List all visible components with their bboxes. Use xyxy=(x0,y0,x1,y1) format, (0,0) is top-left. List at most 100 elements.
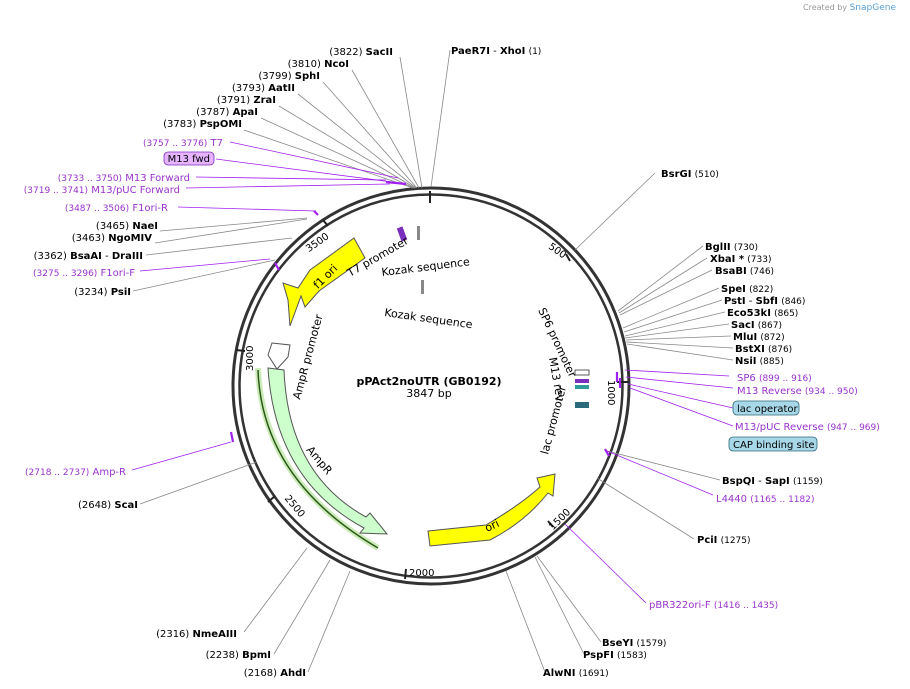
feature-cap-binding-site: CAP binding site xyxy=(733,440,815,451)
site-bpmi-pos: (2238) xyxy=(206,650,239,661)
primer-m13-puc-forward-pos: (3719 .. 3741) xyxy=(24,186,88,196)
primer-m13-reverse: M13 Reverse (934 .. 950) xyxy=(737,386,858,397)
right-primer-labels: SP6 (899 .. 916) M13 Reverse (934 .. 950… xyxy=(649,373,880,611)
primer-m13-puc-reverse-name: M13/pUC Reverse xyxy=(735,422,824,433)
site-pspfi-name: PspFI xyxy=(583,650,614,661)
site-bglii: BglII (730) xyxy=(705,242,758,253)
site-pcii-pos: (1275) xyxy=(721,536,751,546)
site-draiii-name: DraIII xyxy=(112,251,143,262)
site-xbai-pos: (733) xyxy=(747,255,771,265)
kozak-label-1: Kozak sequence xyxy=(381,255,471,279)
site-naei: (3465) NaeI xyxy=(96,221,158,232)
site-apai-pos: (3787) xyxy=(196,107,229,118)
tick-marks xyxy=(235,191,628,580)
lac-operator-box xyxy=(732,400,800,416)
site-bsrgi: BsrGI (510) xyxy=(661,169,719,180)
site-pspfi: PspFI (1583) xyxy=(583,650,647,661)
site-sapi-name: SapI xyxy=(765,476,790,487)
feature-lac-operator: lac operator xyxy=(737,404,798,415)
site-bsabi: BsaBI (746) xyxy=(715,266,774,277)
site-nsii-name: NsiI xyxy=(735,356,756,367)
site-zrai-name: ZraI xyxy=(253,95,276,106)
tick-3500: 3500 xyxy=(304,231,331,255)
kozak-block-1 xyxy=(417,226,420,240)
site-sphi-name: SphI xyxy=(295,71,320,82)
credit-prefix: Created by xyxy=(803,3,848,12)
ori-label: ori xyxy=(483,517,501,535)
sp6-lac-block-4 xyxy=(575,402,589,408)
primer-marks xyxy=(229,180,622,457)
primer-m13-puc-forward-name: M13/pUC Forward xyxy=(91,185,180,196)
site-sbfi-name: SbfI xyxy=(756,296,778,307)
primer-f1ori-f-pos: (3275 .. 3296) xyxy=(33,269,97,279)
site-bglii-name: BglII xyxy=(705,242,731,253)
site-ahdi-pos: (2168) xyxy=(244,668,277,679)
snapgene-credit: Created by SnapGene xyxy=(803,3,896,13)
site-ncoi: (3810) NcoI xyxy=(288,59,349,70)
backbone-outer-ring xyxy=(231,186,631,586)
site-sphi-pos: (3799) xyxy=(258,71,291,82)
site-nmeaiii-name: NmeAIII xyxy=(193,629,237,640)
primer-sp6: SP6 (899 .. 916) xyxy=(737,373,812,384)
primer-m13-reverse-pos: (934 .. 950) xyxy=(805,387,858,397)
snapgene-logo: SnapGene xyxy=(849,3,896,13)
sp6-lac-block-3 xyxy=(575,385,589,389)
site-nmeaiii: (2316) NmeAIII xyxy=(156,629,237,640)
primer-m13-puc-reverse: M13/pUC Reverse (947 .. 969) xyxy=(735,422,880,433)
ampr-promoter-arrow xyxy=(267,342,291,370)
site-eco53ki-name: Eco53kI xyxy=(727,308,771,319)
primer-f1ori-r: (3487 .. 3506) F1ori-R xyxy=(65,203,168,214)
primer-m13-puc-forward: (3719 .. 3741) M13/pUC Forward xyxy=(24,185,180,196)
ampr-line xyxy=(257,369,379,549)
tick-2500: 2500 xyxy=(282,493,307,520)
t7-promoter-block xyxy=(396,226,408,242)
site-sphi: (3799) SphI xyxy=(258,71,320,82)
primer-amp-r-pos: (2718 .. 2737) xyxy=(25,468,89,478)
primer-l4440-pos: (1165 .. 1182) xyxy=(750,495,814,505)
site-saci-name: SacI xyxy=(731,320,755,331)
primer-pbr322ori-f: pBR322ori-F (1416 .. 1435) xyxy=(649,600,778,611)
site-psti-sbfi: PstI - SbfI (846) xyxy=(724,296,805,307)
site-xhoi-name: XhoI xyxy=(500,46,525,57)
site-sacii-pos: (3822) xyxy=(329,47,362,58)
site-bsabi-name: BsaBI xyxy=(715,266,747,277)
site-pcii: PciI (1275) xyxy=(697,535,751,546)
site-alwni-pos: (1691) xyxy=(579,669,609,679)
site-ngomiv-name: NgoMIV xyxy=(108,233,152,244)
site-psii: (3234) PsiI xyxy=(74,287,131,298)
m13-fwd-box xyxy=(163,151,215,166)
site-ngomiv: (3463) NgoMIV xyxy=(72,233,153,244)
site-scai-pos: (2648) xyxy=(78,500,111,511)
tick-500: 500 xyxy=(546,241,568,261)
site-psti-name: PstI xyxy=(724,296,746,307)
site-spei-name: SpeI xyxy=(721,284,746,295)
site-pspomi: (3783) PspOMI xyxy=(163,119,242,130)
left-primer-labels: (3757 .. 3776) T7 M13 fwd (3733 .. 3750)… xyxy=(24,138,223,478)
tick-2000: 2000 xyxy=(409,568,434,579)
site-aatii-name: AatII xyxy=(268,83,295,94)
lac-promoter-label: lac promoter xyxy=(538,384,569,456)
primer-f1ori-r-name: F1ori-R xyxy=(132,203,168,214)
site-scai: (2648) ScaI xyxy=(78,500,138,511)
feature-m13-fwd: M13 fwd xyxy=(168,154,210,165)
primer-f1ori-f: (3275 .. 3296) F1ori-F xyxy=(33,268,135,279)
site-nmeaiii-pos: (2316) xyxy=(156,629,189,640)
site-paer7i-name: PaeR7I xyxy=(451,46,490,57)
site-leader-lines xyxy=(132,49,734,673)
site-saci: SacI (867) xyxy=(731,320,782,331)
site-sapi-pos: (1159) xyxy=(793,477,823,487)
primer-leader-lines xyxy=(131,141,734,604)
site-eco53ki-pos: (865) xyxy=(774,309,798,319)
site-bspqi-name: BspQI xyxy=(722,476,755,487)
site-aatii: (3793) AatII xyxy=(232,83,295,94)
primer-f1ori-r-pos: (3487 .. 3506) xyxy=(65,204,129,214)
site-bglii-pos: (730) xyxy=(734,243,758,253)
site-bsaai-draiii: (3362) BsaAI - DraIII xyxy=(34,251,143,262)
site-xbai-name: XbaI * xyxy=(710,254,745,265)
site-sacii: (3822) SacII xyxy=(329,47,393,58)
site-aatii-pos: (3793) xyxy=(232,83,265,94)
site-bstxi-name: BstXI xyxy=(735,344,765,355)
primer-m13-puc-reverse-pos: (947 .. 969) xyxy=(827,423,880,433)
site-sbfi-pos: (846) xyxy=(781,297,805,307)
